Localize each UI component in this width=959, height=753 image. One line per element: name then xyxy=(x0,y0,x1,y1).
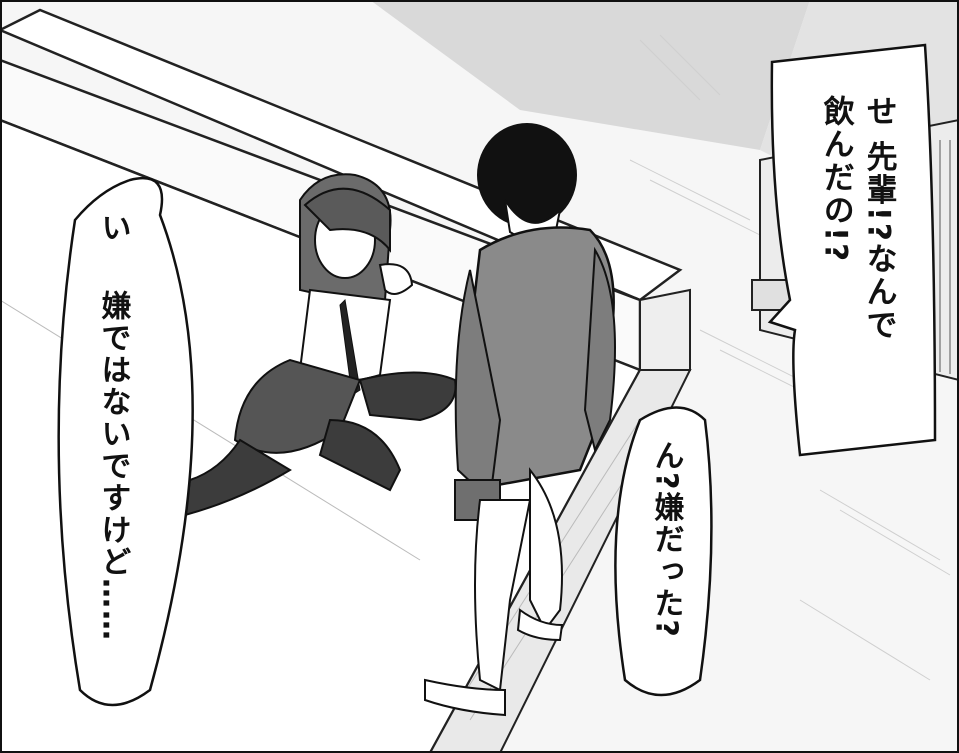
speech-bubble-question xyxy=(614,406,713,697)
bubble-senpai-line2: 飲んだの!? xyxy=(817,95,854,264)
speech-bubble-senpai xyxy=(767,43,937,457)
bubble-dislike-line1: い xyxy=(95,212,131,244)
speech-bubble-dislike xyxy=(57,177,194,707)
boy-figure xyxy=(424,123,616,717)
bubble-dislike-line2: 嫌ではないですけど…… xyxy=(95,290,131,642)
bubble-senpai-line1: せ 先輩!?なんで xyxy=(860,95,897,342)
bubble-question-line1: ん?嫌だった? xyxy=(648,440,684,639)
girl-figure xyxy=(183,173,457,517)
back-wall xyxy=(370,0,810,150)
